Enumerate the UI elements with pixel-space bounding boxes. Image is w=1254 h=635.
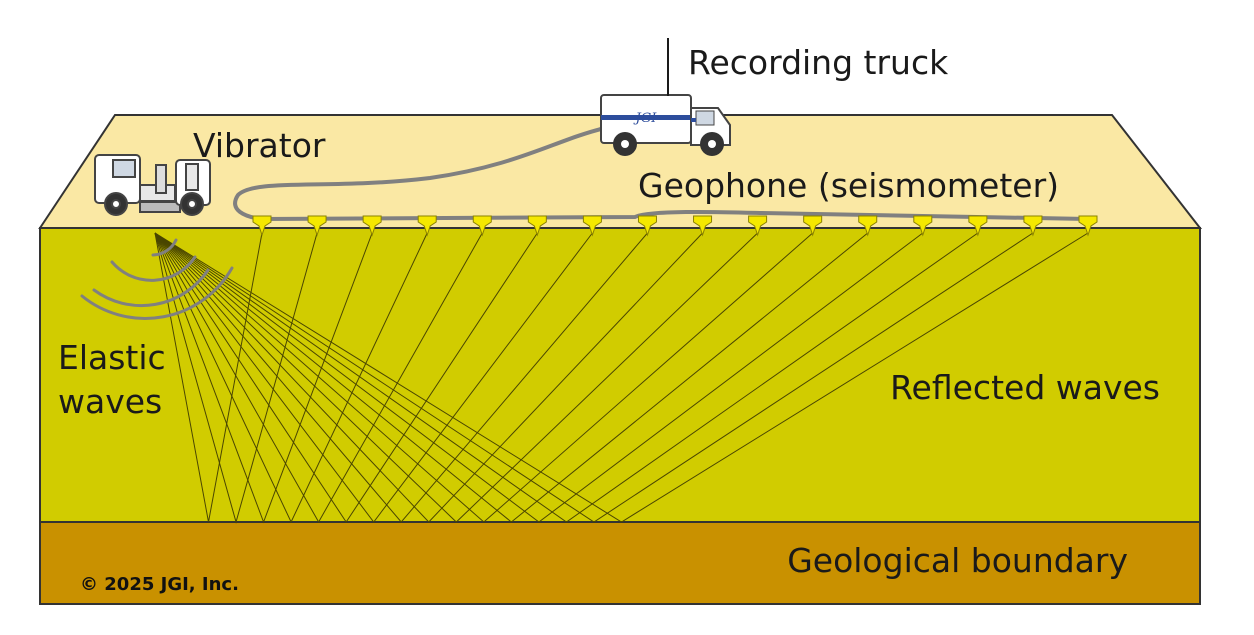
ray-path [154,232,263,523]
geophone-icon [858,215,878,237]
ray-path [154,232,1089,523]
ray-path [154,232,593,523]
ray-path [154,232,924,523]
geophone-icon [527,215,547,237]
label-recording-truck: Recording truck [688,43,949,82]
geophone-icon [1023,215,1043,237]
ray-path [154,232,758,523]
copyright-notice: © 2025 JGI, Inc. [80,574,239,595]
wave-arc-4 [80,266,234,320]
ray-path [154,232,428,524]
ray-path [154,232,813,523]
ray-path [154,232,538,523]
label-geological-boundary: Geological boundary [787,541,1128,580]
ray-path [154,232,869,523]
ray-path [154,232,483,524]
geophone-icon [1078,215,1098,237]
geophone-icon [252,215,272,237]
elastic-wave-arcs [80,238,234,320]
geological-boundary-layer [39,521,1201,605]
geophone-icon [472,215,492,237]
wave-arc-1 [151,238,178,257]
geophone-icon [417,215,437,237]
recording-truck-icon: JGI [600,94,731,156]
ray-path [154,232,979,523]
geophone-icon [968,215,988,237]
ray-path [154,232,648,523]
ray-path [154,232,703,523]
label-elastic-waves-line1: Elastic [58,338,166,377]
geophone-cable [233,126,1090,222]
geophone-icon [307,215,327,237]
geophone-icon [362,215,382,237]
geophone-icon [582,215,602,237]
geophone-icon [637,215,657,237]
geophone-icon [803,215,823,237]
label-vibrator: Vibrator [193,126,326,165]
geophone-icon [693,215,713,237]
geophone-icon [748,215,768,237]
ray-path [154,232,318,524]
label-elastic-waves-line2: waves [58,382,162,421]
wave-arc-3 [92,268,210,308]
geophone-icon [913,215,933,237]
truck-logo: JGI [633,111,658,126]
ray-path [154,232,1034,523]
geophone-array [252,215,1098,237]
seismic-rays [154,232,1089,524]
label-reflected-waves: Reflected waves [890,368,1160,407]
label-geophone: Geophone (seismometer) [638,166,1059,205]
vibrator-truck-icon [94,154,211,216]
wave-arc-2 [110,255,197,282]
ray-path [154,232,373,524]
